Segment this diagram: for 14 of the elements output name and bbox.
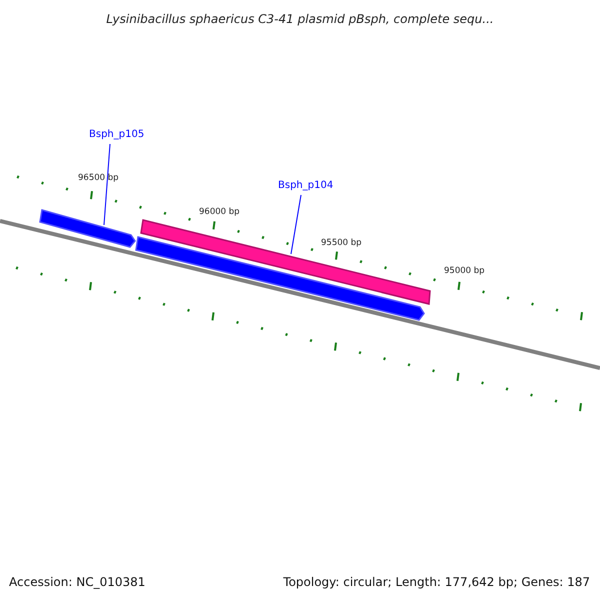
leader-line	[290, 194, 302, 254]
tick-label: 96500 bp	[78, 173, 119, 183]
tick-label: 96000 bp	[199, 207, 240, 217]
map-title: Lysinibacillus sphaericus C3-41 plasmid pBsph, complete sequ...	[105, 12, 495, 26]
gene-arrow	[135, 236, 425, 321]
tick-label: 95000 bp	[444, 266, 485, 276]
gene-arrow	[39, 209, 136, 248]
tick-label: 95500 bp	[321, 238, 362, 248]
gene-bar	[140, 219, 431, 305]
accession-text: Accession: NC_010381	[9, 575, 146, 589]
gene-label: Bsph_p105	[89, 129, 144, 140]
gene-label: Bsph_p104	[278, 180, 334, 191]
summary-text: Topology: circular; Length: 177,642 bp; Genes: 187	[283, 575, 590, 589]
leader-line	[104, 144, 110, 226]
